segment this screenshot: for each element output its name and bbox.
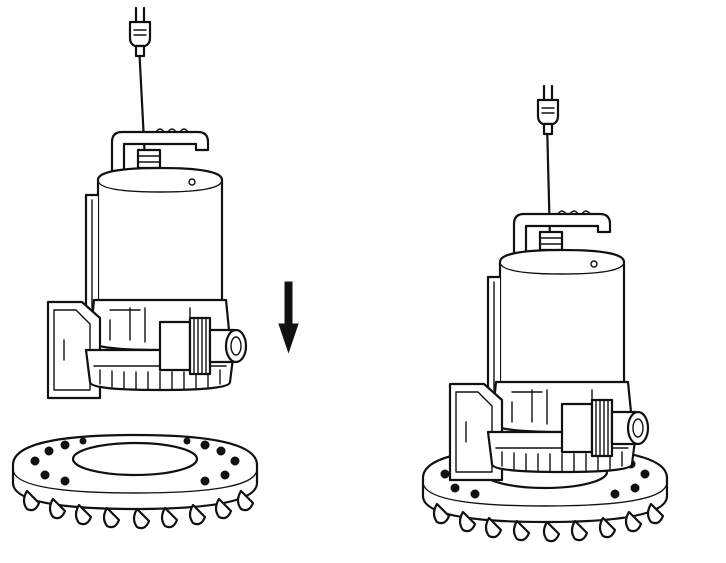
- pump-body: [448, 209, 650, 482]
- pump-seated-on-base-icon: [421, 84, 669, 543]
- power-plug-icon: [128, 6, 152, 58]
- down-arrow-icon: [278, 281, 299, 354]
- power-plug-icon: [536, 84, 560, 136]
- pump-lifted-above-base-icon: [11, 6, 259, 530]
- base-stand-icon: [11, 433, 259, 530]
- pump-body: [46, 127, 248, 400]
